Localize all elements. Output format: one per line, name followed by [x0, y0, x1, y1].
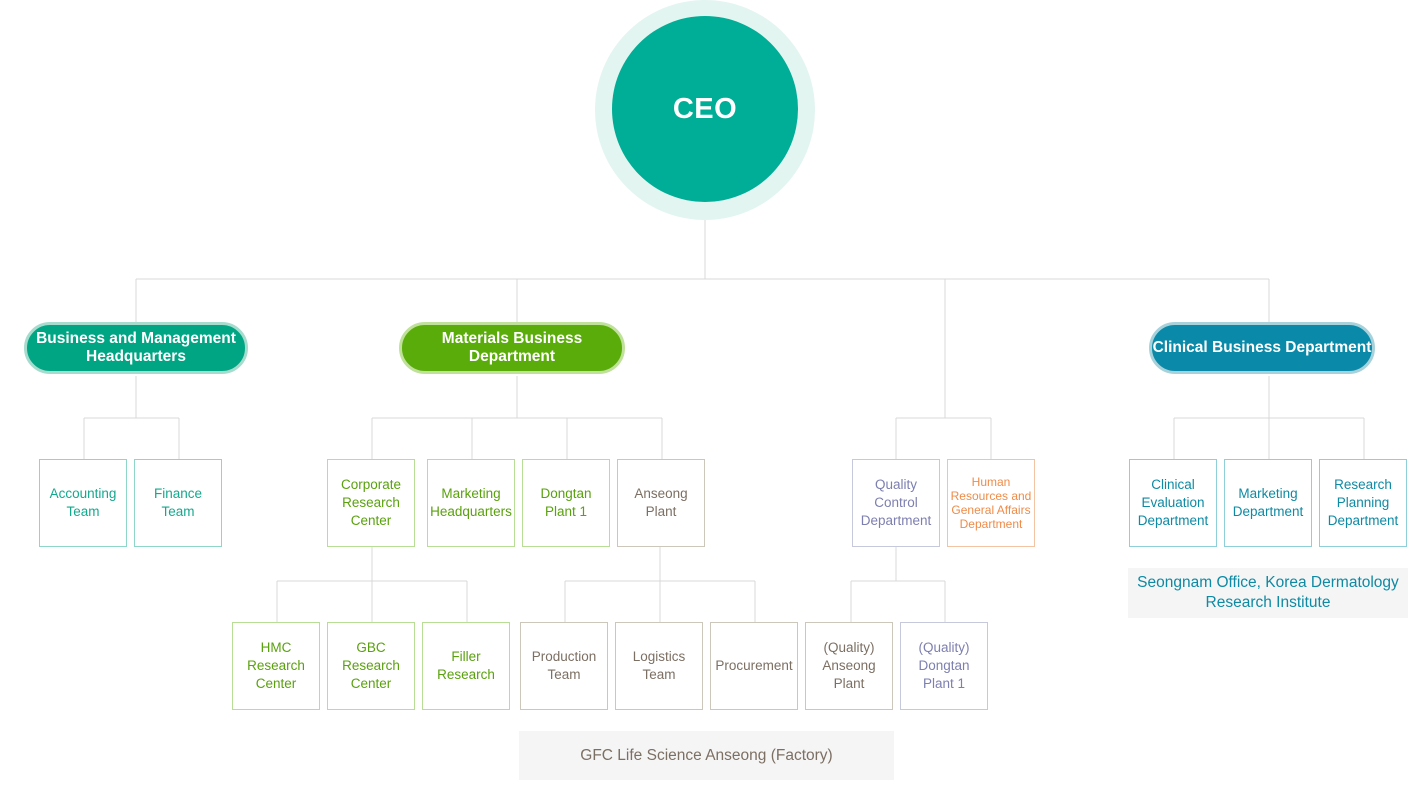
materials-business-dept-node[interactable]: Materials Business Department: [399, 322, 625, 374]
gbc-research-center-node[interactable]: GBC Research Center: [327, 622, 415, 710]
hr-general-affairs-dept-node[interactable]: Human Resources and General Affairs Depa…: [947, 459, 1035, 547]
dongtan-plant-1-node[interactable]: Dongtan Plant 1: [522, 459, 610, 547]
corporate-research-center-node[interactable]: Corporate Research Center: [327, 459, 415, 547]
procurement-node[interactable]: Procurement: [710, 622, 798, 710]
seongnam-office-caption: Seongnam Office, Korea Dermatology Resea…: [1128, 568, 1408, 618]
business-management-hq-node[interactable]: Business and Management Headquarters: [24, 322, 248, 374]
filler-research-node[interactable]: Filler Research: [422, 622, 510, 710]
marketing-headquarters-node[interactable]: Marketing Headquarters: [427, 459, 515, 547]
production-team-node[interactable]: Production Team: [520, 622, 608, 710]
quality-anseong-plant-node[interactable]: (Quality) Anseong Plant: [805, 622, 893, 710]
marketing-dept-node[interactable]: Marketing Department: [1224, 459, 1312, 547]
ceo-node[interactable]: CEO: [612, 16, 798, 202]
hmc-research-center-node[interactable]: HMC Research Center: [232, 622, 320, 710]
finance-team-node[interactable]: Finance Team: [134, 459, 222, 547]
quality-dongtan-plant-1-node[interactable]: (Quality) Dongtan Plant 1: [900, 622, 988, 710]
accounting-team-node[interactable]: Accounting Team: [39, 459, 127, 547]
logistics-team-node[interactable]: Logistics Team: [615, 622, 703, 710]
quality-control-dept-node[interactable]: Quality Control Department: [852, 459, 940, 547]
clinical-business-dept-node[interactable]: Clinical Business Department: [1149, 322, 1375, 374]
factory-caption: GFC Life Science Anseong (Factory): [519, 731, 894, 780]
research-planning-dept-node[interactable]: Research Planning Department: [1319, 459, 1407, 547]
clinical-evaluation-dept-node[interactable]: Clinical Evaluation Department: [1129, 459, 1217, 547]
anseong-plant-node[interactable]: Anseong Plant: [617, 459, 705, 547]
